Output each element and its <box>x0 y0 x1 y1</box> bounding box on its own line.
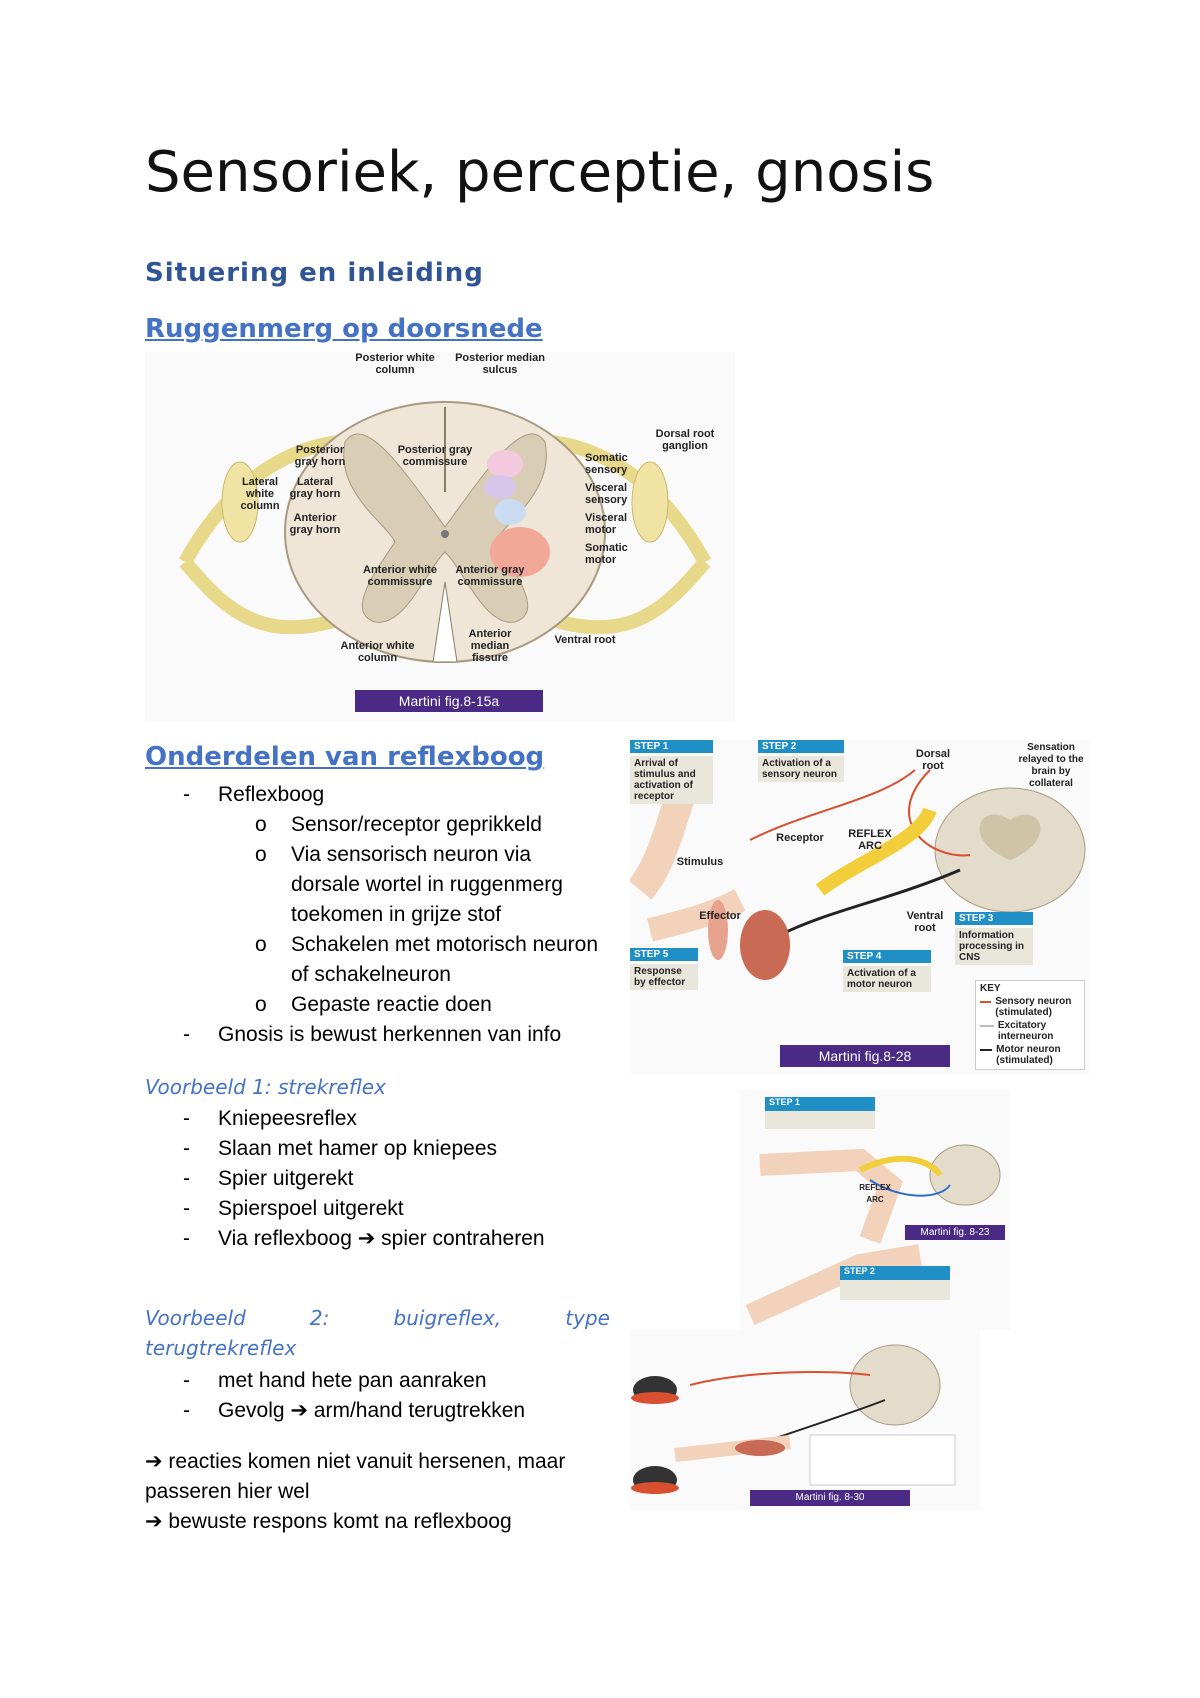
example2-title-word: type <box>565 1306 610 1330</box>
list-item: Gnosis is bewust herkennen van info <box>145 1020 605 1050</box>
figure-caption: Martini fig.8-28 <box>780 1045 950 1067</box>
label-ventral-root: Ventral root <box>554 634 616 646</box>
list-item-text: Gepaste reactie doen <box>291 993 492 1016</box>
label-effector: Effector <box>699 910 741 922</box>
example2-title-word: 2: <box>309 1306 330 1330</box>
conclusion-line: ➔ bewuste respons komt na reflexboog <box>145 1510 512 1533</box>
list-item-text: Sensor/receptor geprikkeld <box>291 813 542 836</box>
list-item-text: Spier uitgerekt <box>218 1167 354 1190</box>
figure-caption: Martini fig. 8-23 <box>905 1225 1005 1240</box>
list-item: met hand hete pan aanraken <box>145 1366 605 1396</box>
stretch-reflex-illustration <box>745 1097 1001 1326</box>
list-item: Sensor/receptor geprikkeld <box>218 810 605 840</box>
list-item: Via reflexboog ➔ spier contraheren <box>145 1224 605 1254</box>
example1-title: Voorbeeld 1: strekreflex <box>145 1075 386 1099</box>
list-item: Schakelen met motorisch neuron of schake… <box>218 930 605 990</box>
label-visceral-motor: Visceral motor <box>585 512 628 536</box>
label-ventral-root: Ventral root <box>906 910 944 934</box>
subheading-spinal-cord: Ruggenmerg op doorsnede <box>145 314 543 344</box>
label-reflex-arc: REFLEX ARC <box>859 1183 891 1204</box>
label-reflex-arc: REFLEX ARC <box>848 828 892 852</box>
key-item: Sensory neuron (stimulated) <box>995 996 1072 1018</box>
step2-header: STEP 2 <box>758 740 844 753</box>
example2-title-word: Voorbeeld <box>145 1306 246 1330</box>
list-item: Kniepeesreflex <box>145 1104 605 1134</box>
step5-text: Response by effector <box>630 964 698 990</box>
label-posterior-gray-commissure: Posterior gray commissure <box>397 444 473 468</box>
example2-title: Voorbeeld 2: buigreflex, type <box>145 1306 610 1330</box>
reflex-arc-figure: STEP 1 Arrival of stimulus and activatio… <box>628 740 1090 1075</box>
step2-text: Activation of a sensory neuron <box>758 756 844 782</box>
list-item: Reflexboog Sensor/receptor geprikkeld Vi… <box>145 780 605 1020</box>
list-item-text: Gevolg ➔ arm/hand terugtrekken <box>218 1399 526 1422</box>
reflex-arc-illustration <box>628 764 1086 980</box>
label-receptor: Receptor <box>776 832 824 844</box>
spinal-cord-figure: Posterior white column Posterior median … <box>145 352 735 722</box>
stretch-reflex-figure: STEP 1 STEP 2 REFLEX ARC Martini fig. 8-… <box>740 1090 1010 1330</box>
withdrawal-reflex-figure: Martini fig. 8-30 <box>630 1330 980 1510</box>
figure-caption: Martini fig. 8-30 <box>750 1490 910 1506</box>
list-item-text: Schakelen met motorisch neuron of schake… <box>291 933 598 986</box>
step1-text: Arrival of stimulus and activation of re… <box>630 756 713 804</box>
list-item: Slaan met hamer op kniepees <box>145 1134 605 1164</box>
conclusion-line: ➔ reacties komen niet vanuit hersenen, m… <box>145 1450 566 1473</box>
step1-header: STEP 1 <box>630 740 713 753</box>
label-visceral-sensory: Visceral sensory <box>585 482 628 506</box>
label-dorsal-root: Dorsal root <box>915 748 951 772</box>
label-stimulus: Stimulus <box>676 856 724 868</box>
example2-title-word: buigreflex, <box>393 1306 502 1330</box>
step4-text: Activation of a motor neuron <box>843 966 931 992</box>
label-anterior-white-column: Anterior white column <box>340 640 415 664</box>
label-posterior-median-sulcus: Posterior median sulcus <box>455 352 545 376</box>
example2-list: met hand hete pan aanraken Gevolg ➔ arm/… <box>145 1366 605 1426</box>
withdrawal-reflex-illustration <box>631 1344 956 1494</box>
list-item: Spier uitgerekt <box>145 1164 605 1194</box>
label-anterior-gray-horn: Anterior gray horn <box>289 512 341 536</box>
page-title: Sensoriek, perceptie, gnosis <box>145 140 935 205</box>
example2-title-line2: terugtrekreflex <box>145 1336 297 1360</box>
step1-header: STEP 1 <box>769 1097 800 1107</box>
conclusion: ➔ reacties komen niet vanuit hersenen, m… <box>145 1447 565 1537</box>
label-anterior-white-commissure: Anterior white commissure <box>363 564 437 588</box>
figure-caption: Martini fig.8-15a <box>355 690 543 712</box>
label-somatic-sensory: Somatic sensory <box>585 452 628 476</box>
key-item: Motor neuron (stimulated) <box>996 1044 1061 1066</box>
list-item: Via sensorisch neuron via dorsale wortel… <box>218 840 605 930</box>
reflex-list: Reflexboog Sensor/receptor geprikkeld Vi… <box>145 780 605 1050</box>
label-posterior-gray-horn: Posterior gray horn <box>294 444 346 468</box>
key-title: KEY <box>980 983 1001 994</box>
label-lateral-white-column: Lateral white column <box>240 476 280 512</box>
label-sensation: Sensation relayed to the brain by collat… <box>1018 742 1084 789</box>
label-lateral-gray-horn: Lateral gray horn <box>289 476 341 500</box>
key-box: KEY Sensory neuron (stimulated) Excitato… <box>975 980 1085 1070</box>
step4-header: STEP 4 <box>843 950 931 963</box>
list-item: Gevolg ➔ arm/hand terugtrekken <box>145 1396 605 1426</box>
conclusion-line: passeren hier wel <box>145 1480 310 1503</box>
list-item-text: met hand hete pan aanraken <box>218 1369 487 1392</box>
label-somatic-motor: Somatic motor <box>585 542 628 566</box>
example1-list: Kniepeesreflex Slaan met hamer op kniepe… <box>145 1104 605 1254</box>
step3-text: Information processing in CNS <box>955 928 1033 965</box>
list-item: Gepaste reactie doen <box>218 990 605 1020</box>
list-item-text: Via sensorisch neuron via dorsale wortel… <box>291 843 563 926</box>
step2-header: STEP 2 <box>844 1266 875 1276</box>
list-item-text: Via reflexboog ➔ spier contraheren <box>218 1227 545 1250</box>
section-heading: Situering en inleiding <box>145 258 484 288</box>
list-item-text: Slaan met hamer op kniepees <box>218 1137 497 1160</box>
list-item-text: Spierspoel uitgerekt <box>218 1197 404 1220</box>
list-item-text: Gnosis is bewust herkennen van info <box>218 1023 562 1046</box>
list-item-text: Kniepeesreflex <box>218 1107 357 1130</box>
spinal-cord-illustration <box>178 401 712 663</box>
step5-header: STEP 5 <box>630 948 698 961</box>
step3-header: STEP 3 <box>955 912 1033 925</box>
list-item: Spierspoel uitgerekt <box>145 1194 605 1224</box>
list-item-text: Reflexboog <box>218 783 325 806</box>
key-item: Excitatory interneuron <box>997 1020 1054 1042</box>
subheading-reflex-arc: Onderdelen van reflexboog <box>145 742 545 772</box>
label-posterior-white-column: Posterior white column <box>355 352 435 376</box>
label-anterior-median-fissure: Anterior median fissure <box>468 628 512 664</box>
label-anterior-gray-commissure: Anterior gray commissure <box>455 564 525 588</box>
label-dorsal-root-ganglion: Dorsal root ganglion <box>655 428 715 452</box>
